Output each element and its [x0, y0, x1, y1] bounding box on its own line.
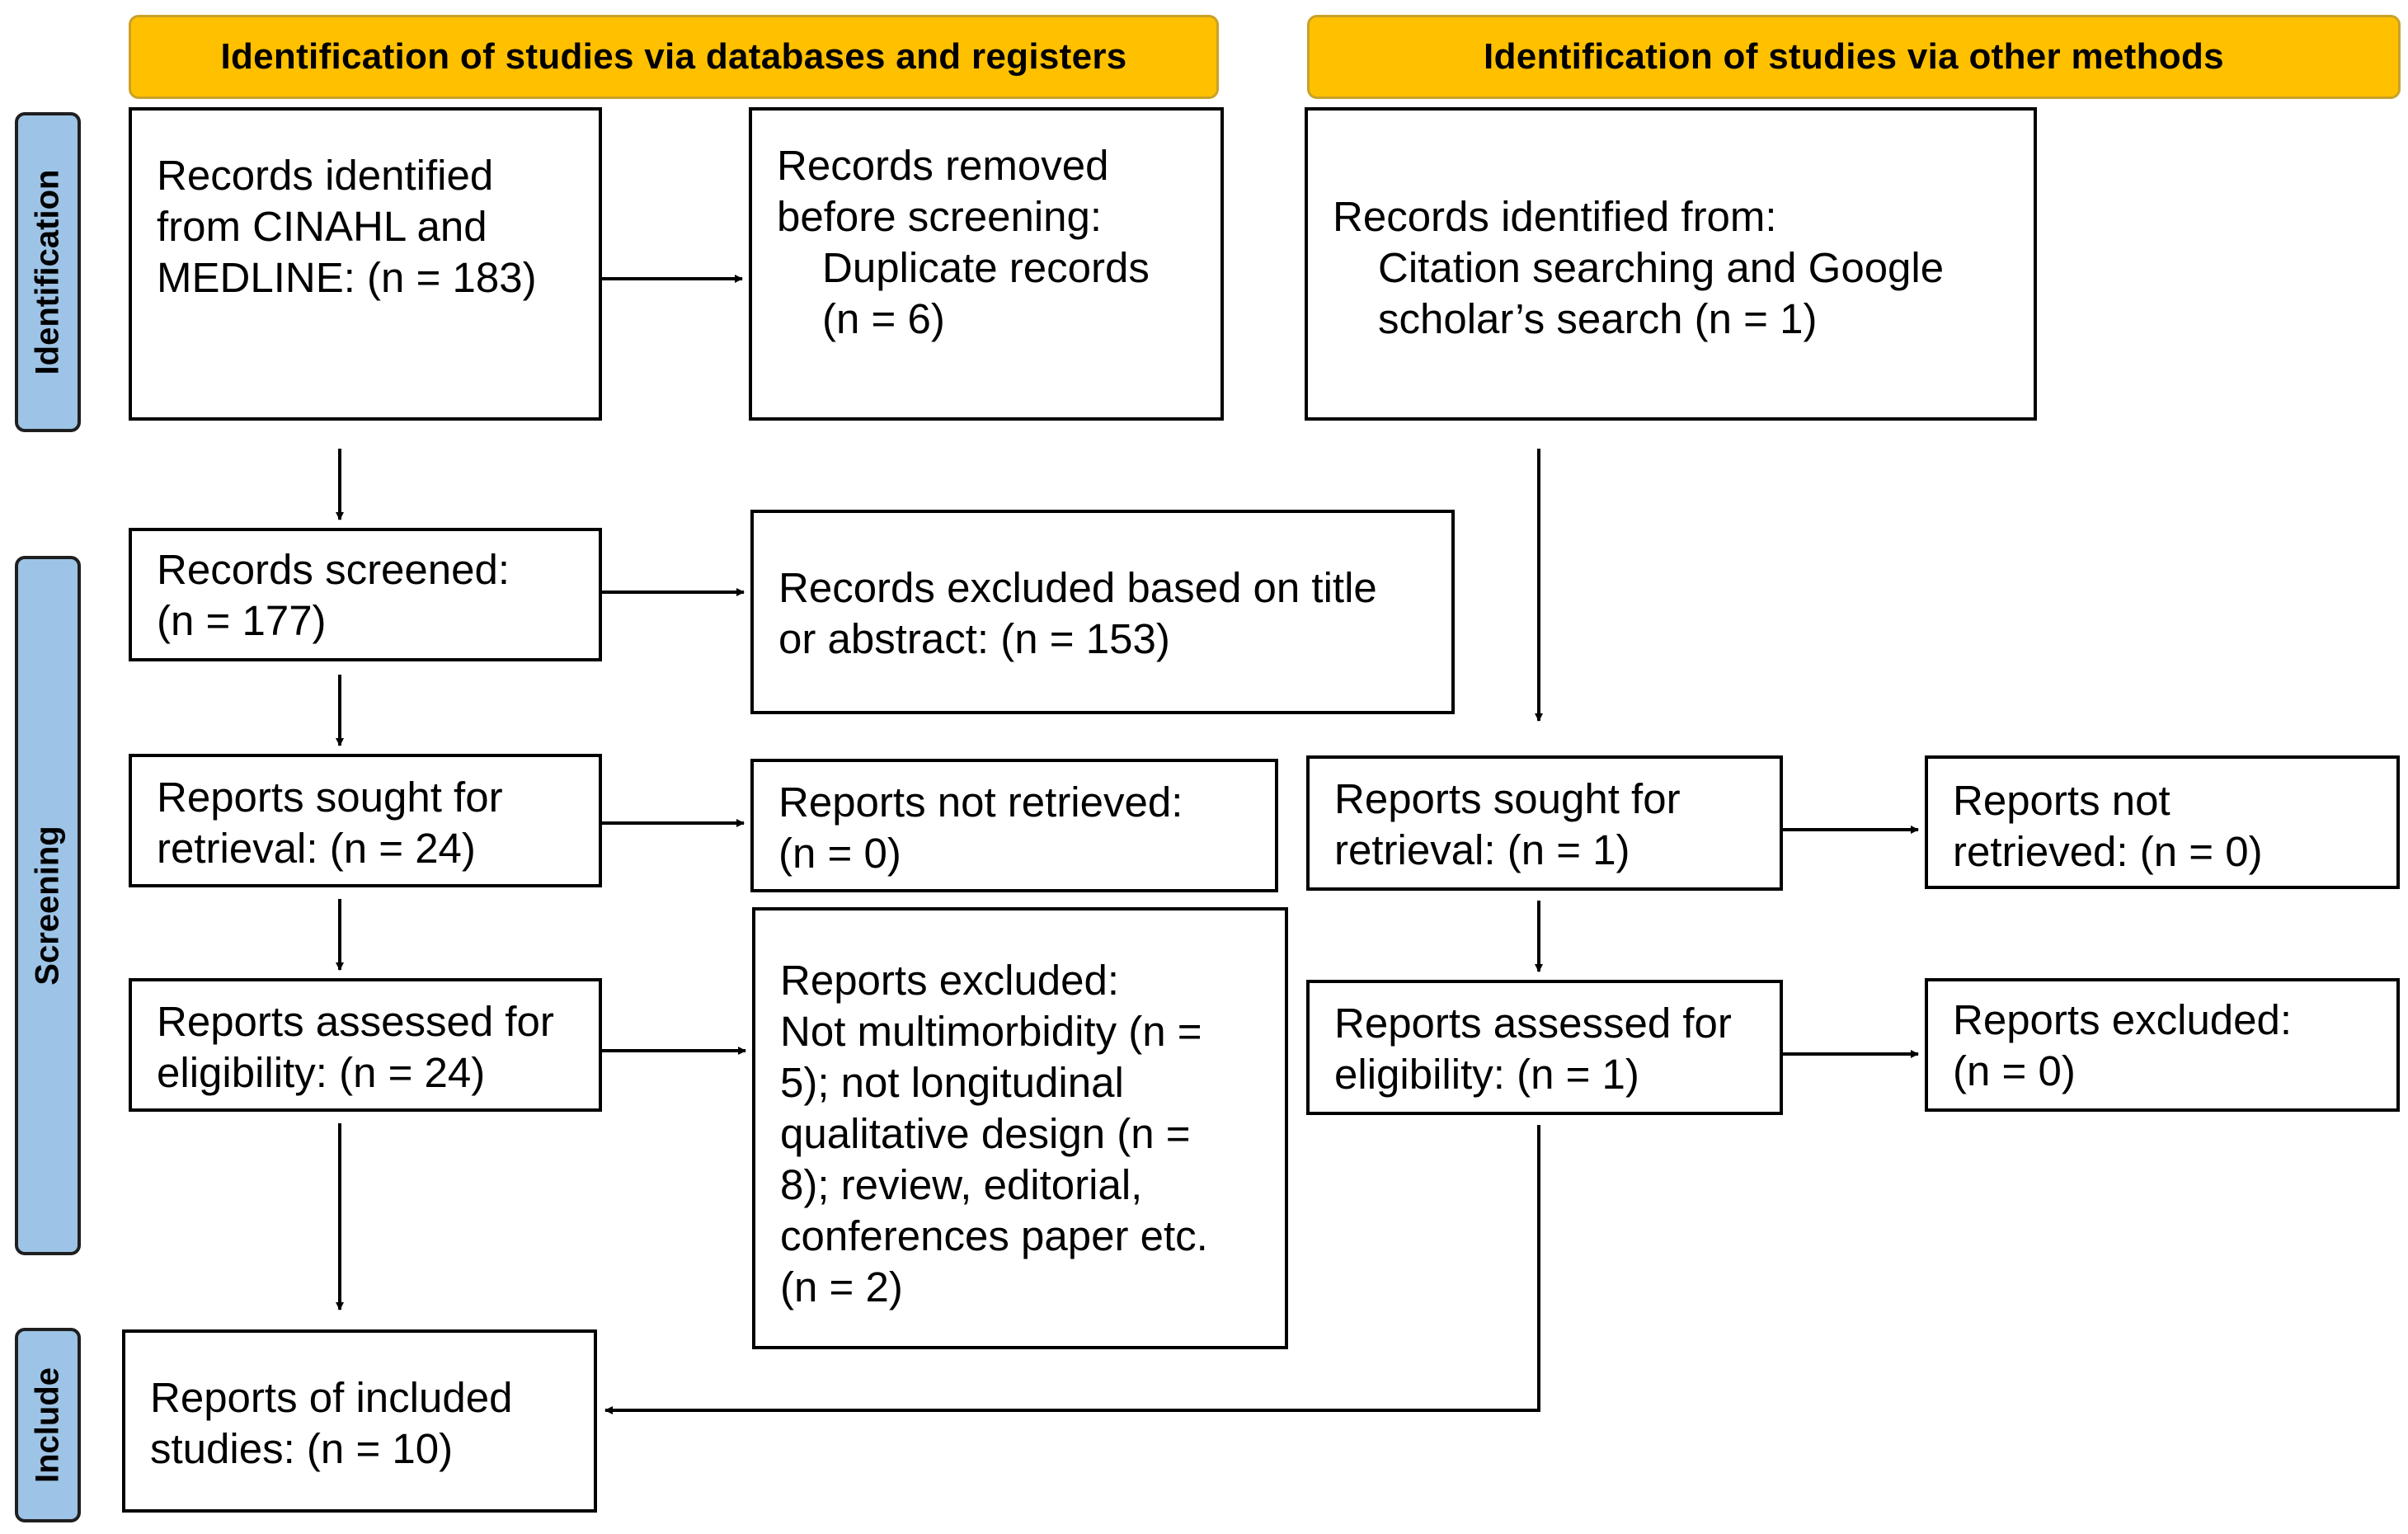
- box-included-studies: Reports of included studies: (n = 10): [122, 1329, 597, 1513]
- box-line: eligibility: (n = 1): [1334, 1051, 1639, 1098]
- header-databases-label: Identification of studies via databases …: [220, 36, 1127, 77]
- box-line: Reports not: [1953, 777, 2170, 824]
- box-db-records-screened: Records screened: (n = 177): [129, 528, 602, 661]
- box-line: Reports excluded:: [1953, 996, 2293, 1043]
- box-line: (n = 6): [822, 295, 945, 342]
- box-line: (n = 177): [157, 597, 327, 644]
- box-line: Reports sought for: [1334, 775, 1681, 822]
- box-line: retrieved: (n = 0): [1953, 828, 2263, 875]
- stage-include: Include: [15, 1328, 81, 1522]
- box-line: from CINAHL and: [157, 203, 487, 250]
- box-line: eligibility: (n = 24): [157, 1049, 486, 1096]
- box-line: studies: (n = 10): [150, 1425, 454, 1472]
- box-line: Reports not retrieved:: [778, 779, 1183, 826]
- box-line: Reports sought for: [157, 774, 503, 821]
- box-line: 8); review, editorial,: [780, 1161, 1143, 1208]
- box-other-reports-excluded: Reports excluded: (n = 0): [1925, 978, 2400, 1112]
- box-line: or abstract: (n = 153): [778, 615, 1170, 662]
- box-db-reports-sought: Reports sought for retrieval: (n = 24): [129, 754, 602, 887]
- box-line: scholar’s search (n = 1): [1378, 295, 1818, 342]
- box-line: Records screened:: [157, 546, 510, 593]
- box-other-reports-not-retrieved: Reports not retrieved: (n = 0): [1925, 755, 2400, 889]
- box-line: Records excluded based on title: [778, 564, 1377, 611]
- header-databases: Identification of studies via databases …: [129, 15, 1219, 99]
- box-line: Records identified from:: [1333, 193, 1777, 240]
- box-line: Duplicate records: [822, 244, 1150, 291]
- box-db-reports-not-retrieved: Reports not retrieved: (n = 0): [750, 759, 1278, 892]
- box-line: Citation searching and Google: [1378, 244, 1945, 291]
- box-line: Records removed: [777, 142, 1109, 189]
- box-line: conferences paper etc.: [780, 1212, 1208, 1259]
- box-line: Not multimorbidity (n =: [780, 1008, 1202, 1055]
- box-line: qualitative design (n =: [780, 1110, 1191, 1157]
- header-other-methods: Identification of studies via other meth…: [1307, 15, 2401, 99]
- box-line: Reports excluded:: [780, 957, 1120, 1004]
- box-line: Reports assessed for: [1334, 1000, 1732, 1047]
- box-other-reports-assessed: Reports assessed for eligibility: (n = 1…: [1306, 980, 1783, 1115]
- box-other-reports-sought: Reports sought for retrieval: (n = 1): [1306, 755, 1783, 891]
- box-line: MEDLINE: (n = 183): [157, 254, 537, 301]
- box-line: retrieval: (n = 1): [1334, 826, 1630, 873]
- box-db-reports-assessed: Reports assessed for eligibility: (n = 2…: [129, 978, 602, 1112]
- box-line: Reports assessed for: [157, 998, 554, 1045]
- box-line: retrieval: (n = 24): [157, 825, 476, 872]
- header-other-methods-label: Identification of studies via other meth…: [1484, 36, 2224, 77]
- box-line: Reports of included: [150, 1374, 513, 1421]
- box-line: Records identified: [157, 152, 494, 199]
- stage-screening: Screening: [15, 556, 81, 1255]
- box-line: (n = 2): [780, 1263, 903, 1310]
- box-line: (n = 0): [778, 830, 901, 877]
- box-db-records-identified: Records identified from CINAHL and MEDLI…: [129, 107, 602, 421]
- box-line: 5); not longitudinal: [780, 1059, 1124, 1106]
- box-db-reports-excluded: Reports excluded: Not multimorbidity (n …: [752, 907, 1288, 1349]
- arrow-other-assessed-to-included: [604, 1125, 1540, 1414]
- box-db-records-excluded-title: Records excluded based on title or abstr…: [750, 510, 1455, 714]
- box-line: before screening:: [777, 193, 1103, 240]
- stage-identification: Identification: [15, 112, 81, 432]
- box-line: (n = 0): [1953, 1047, 2076, 1094]
- box-other-records-identified: Records identified from: Citation search…: [1305, 107, 2037, 421]
- box-db-records-removed: Records removed before screening: Duplic…: [749, 107, 1224, 421]
